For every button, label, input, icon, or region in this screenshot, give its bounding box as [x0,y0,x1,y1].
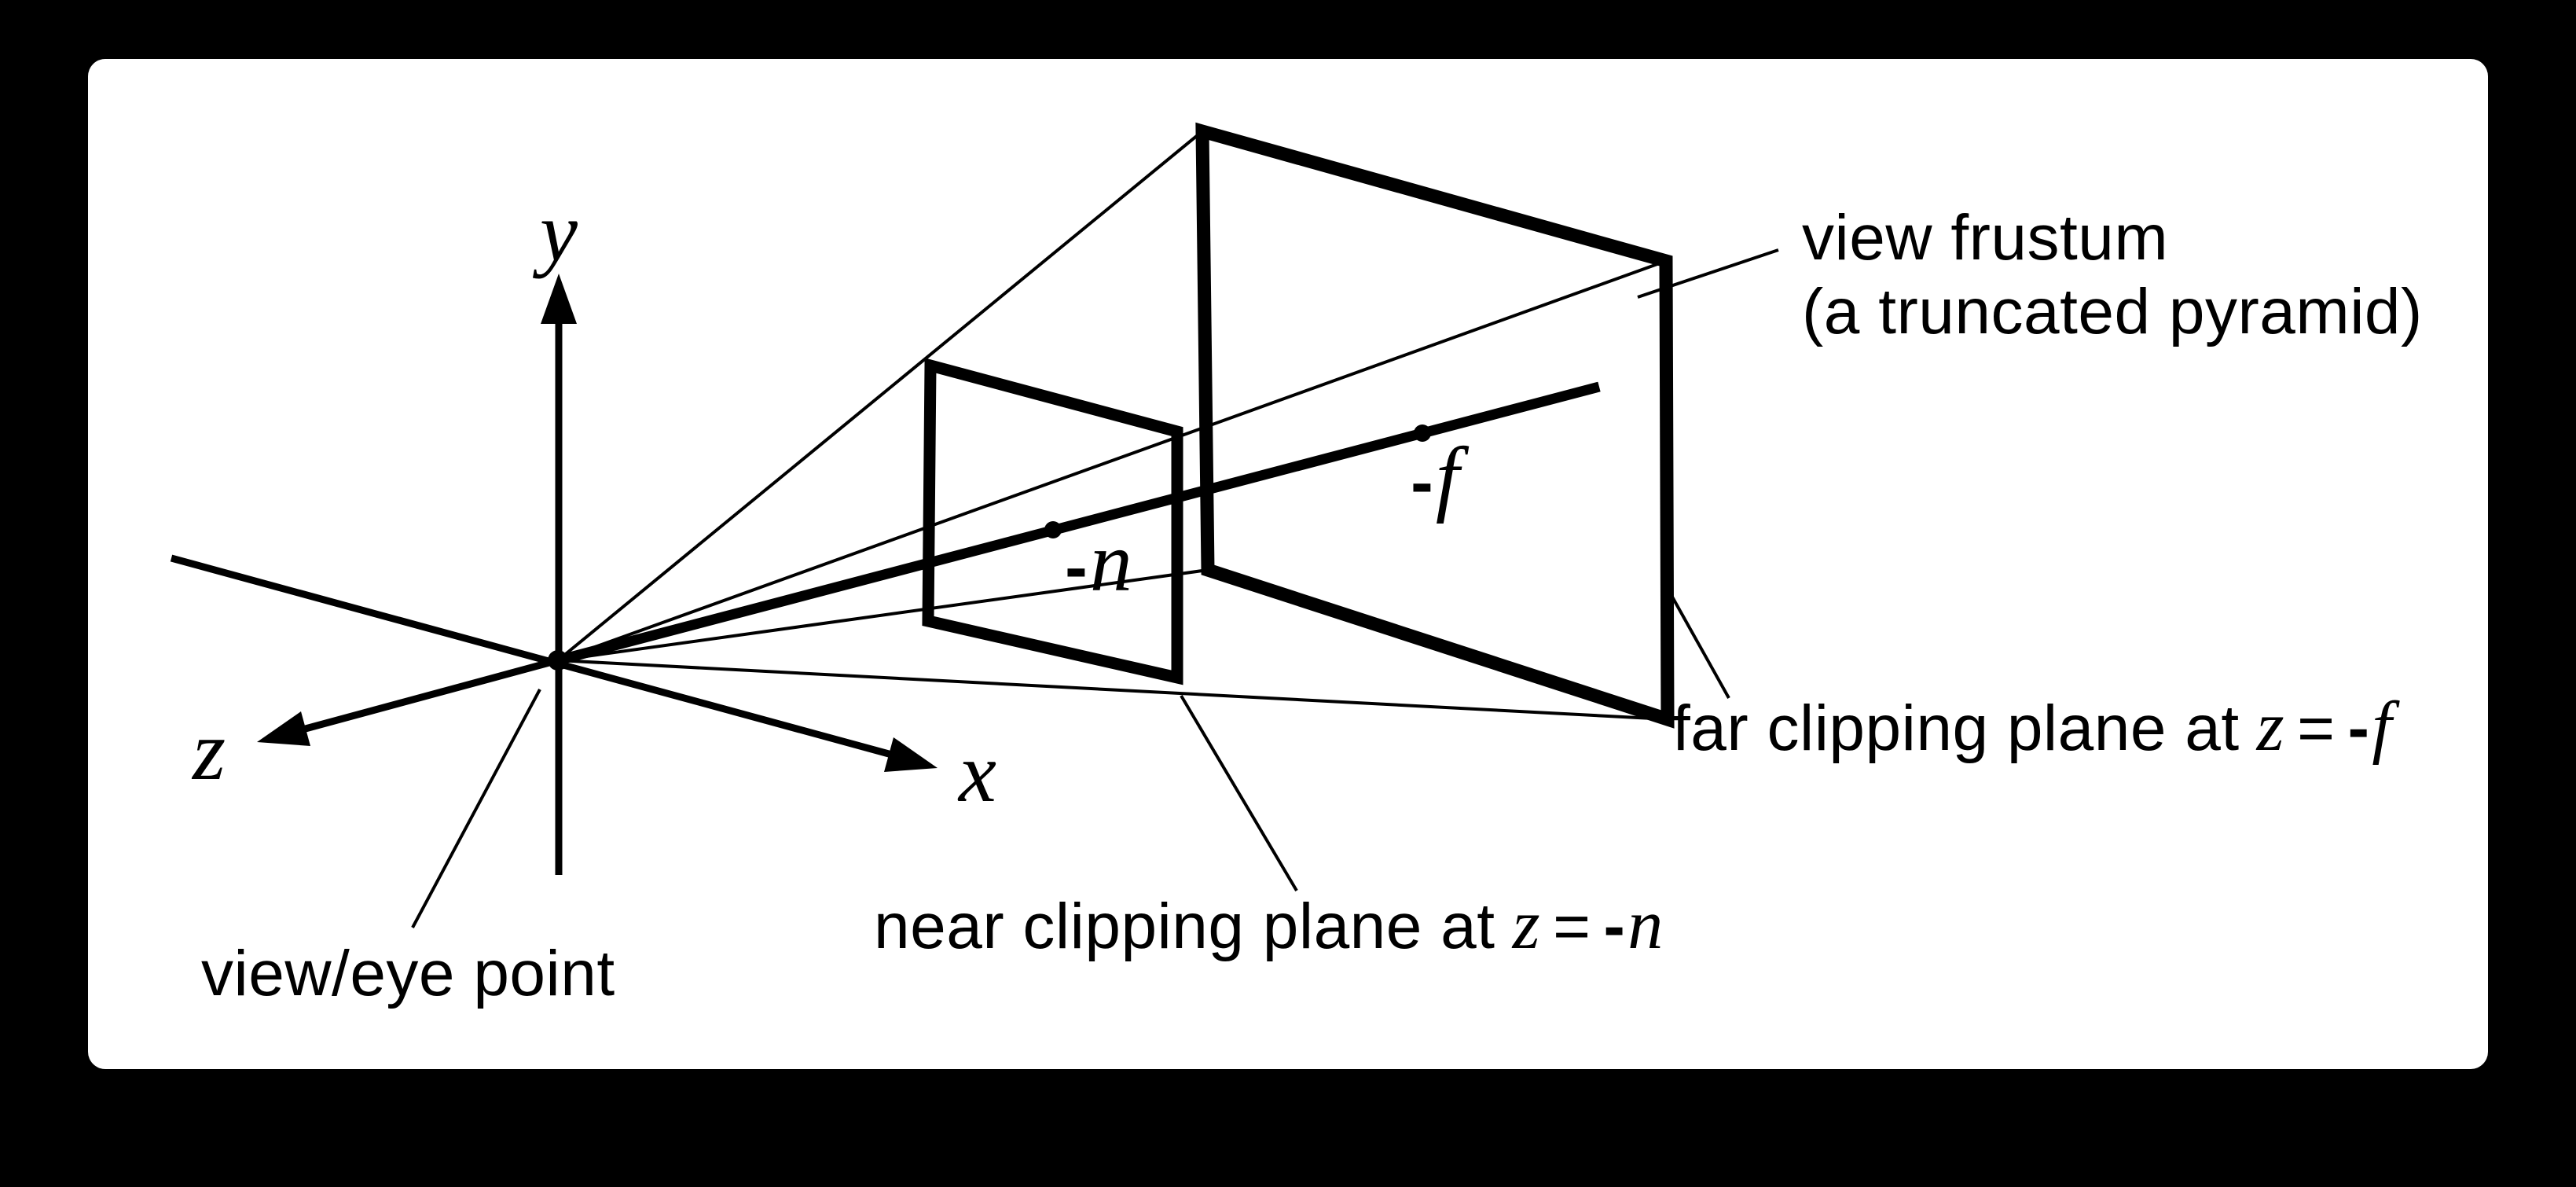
near-plane-annotation-n: n [1627,886,1664,964]
far-plane-annotation-minus: - [2347,693,2370,764]
near-distance-letter: n [1089,516,1132,609]
near-plane-annotation-minus: - [1603,891,1626,962]
near-plane-annotation-equals: = [1553,891,1591,962]
z-axis-label: z [192,704,226,798]
near-clipping-plane [922,358,1183,685]
view-frustum-annotation-line2: (a truncated pyramid) [1802,276,2423,347]
far-distance-dot [1414,424,1431,442]
far-plane-leader-line [1664,585,1730,699]
near-plane-annotation-z: z [1512,886,1541,964]
view-frustum-annotation-line1: view frustum [1802,202,2169,274]
near-distance-label: -n [1065,514,1132,612]
x-axis-label: x [959,726,996,820]
near-plane-annotation-text: near clipping plane at [874,891,1495,962]
frustum-edge-top-right [557,259,1667,662]
far-distance-label: -f [1411,429,1459,527]
far-distance-letter: f [1435,431,1459,524]
y-axis-label: y [540,186,578,279]
frustum-edge-bottom-left [557,568,1209,662]
z-axis-line [301,656,560,733]
eye-point-dot [548,650,568,671]
far-distance-minus: - [1411,445,1433,520]
eye-point-leader-line [411,689,541,928]
near-distance-minus: - [1065,530,1088,605]
x-axis-line [170,554,899,760]
near-distance-dot [1044,521,1062,538]
far-plane-annotation-text: far clipping plane at [1672,693,2240,764]
y-axis-arrowhead [541,274,577,324]
near-plane-leader-line [1180,694,1298,892]
far-plane-annotation-f: f [2372,688,2392,766]
figure-panel [88,59,2488,1069]
frustum-edge-bottom-right [557,659,1668,721]
far-plane-annotation-z: z [2256,688,2285,766]
frustum-edge-top-left [556,130,1204,662]
x-axis-arrowhead [884,737,938,772]
eye-point-annotation: view/eye point [201,938,615,1009]
far-plane-annotation-equals: = [2297,693,2336,764]
far-clipping-plane [1195,122,1675,729]
z-axis-arrowhead [257,711,310,746]
view-frustum-annotation: view frustum (a truncated pyramid) [1802,201,2423,349]
